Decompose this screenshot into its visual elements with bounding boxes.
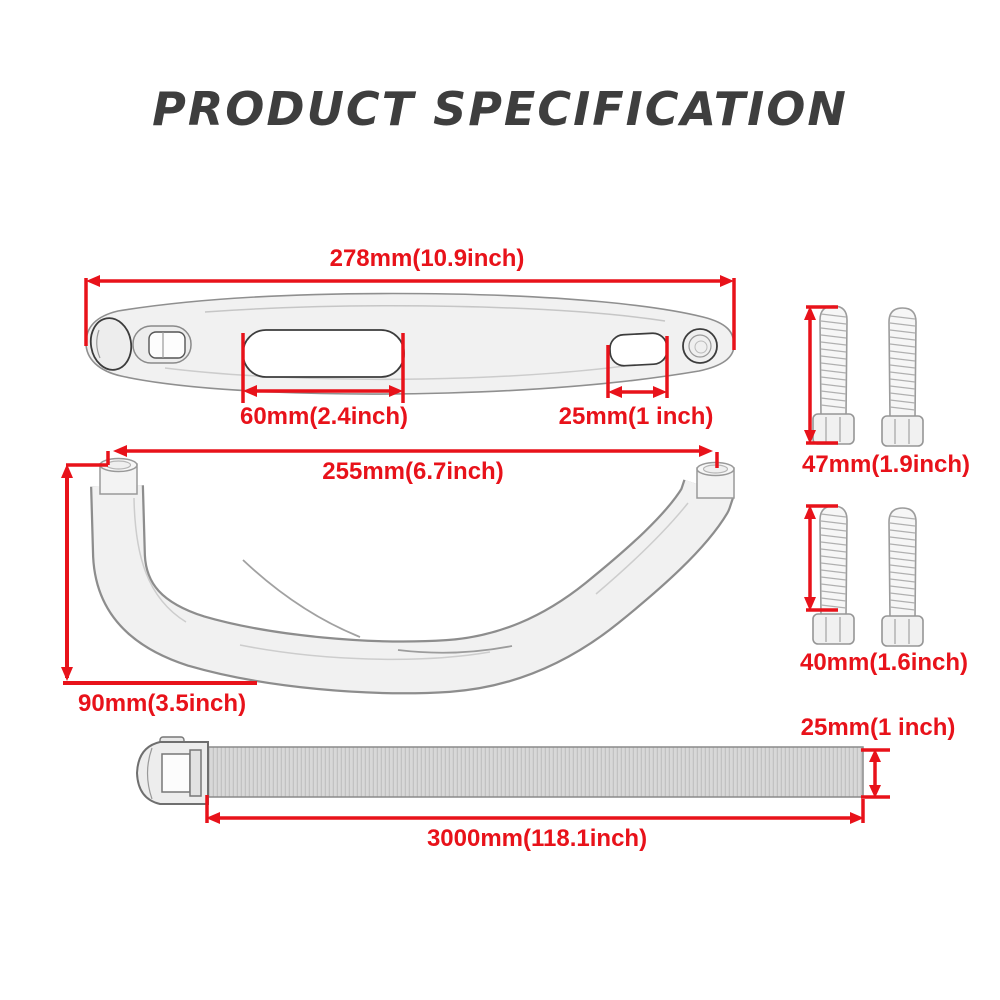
handle-right-post <box>696 461 735 499</box>
dimension-arrow-278mm <box>84 275 736 350</box>
dimension-label-center-slot: 60mm(2.4inch) <box>239 403 409 430</box>
bracket-top-view-drawing <box>85 292 735 395</box>
dimension-label-handle-height: 90mm(3.5inch) <box>78 690 247 717</box>
bracket-center-slot <box>242 329 405 378</box>
bolt-long-icon <box>812 305 924 447</box>
dimension-arrow-40mm <box>804 504 838 612</box>
dimension-arrow-25mm-slot <box>606 336 669 398</box>
dimension-arrow-90mm <box>61 464 257 685</box>
dimension-label-strap-width: 25mm(1 inch) <box>800 714 956 741</box>
strap-drawing <box>135 736 864 805</box>
dimension-arrow-60mm <box>241 333 405 403</box>
bracket-left-hole <box>89 317 133 371</box>
dimension-label-handle-width: 255mm(6.7inch) <box>322 458 504 485</box>
dimension-label-bolt-long: 47mm(1.9inch) <box>801 451 971 478</box>
buckle-icon <box>135 736 209 805</box>
dimension-lines <box>61 275 890 824</box>
dimension-arrow-3000mm <box>205 795 865 824</box>
bolt-short-icon <box>812 505 924 647</box>
grab-handle-drawing <box>90 457 735 695</box>
dimension-arrow-25mm-strap <box>861 748 890 799</box>
dimension-label-strap-length: 3000mm(118.1inch) <box>426 825 648 852</box>
dimension-label-side-slot: 25mm(1 inch) <box>558 403 714 430</box>
dimension-label-bolt-short: 40mm(1.6inch) <box>799 649 969 676</box>
page-title: PRODUCT SPECIFICATION <box>152 82 848 136</box>
bracket-side-slot <box>609 332 668 367</box>
dimension-label-bracket-length: 278mm(10.9inch) <box>329 245 525 272</box>
bracket-right-hole <box>682 328 718 364</box>
dimension-arrow-47mm <box>804 305 838 445</box>
dimension-arrow-255mm <box>66 445 719 468</box>
